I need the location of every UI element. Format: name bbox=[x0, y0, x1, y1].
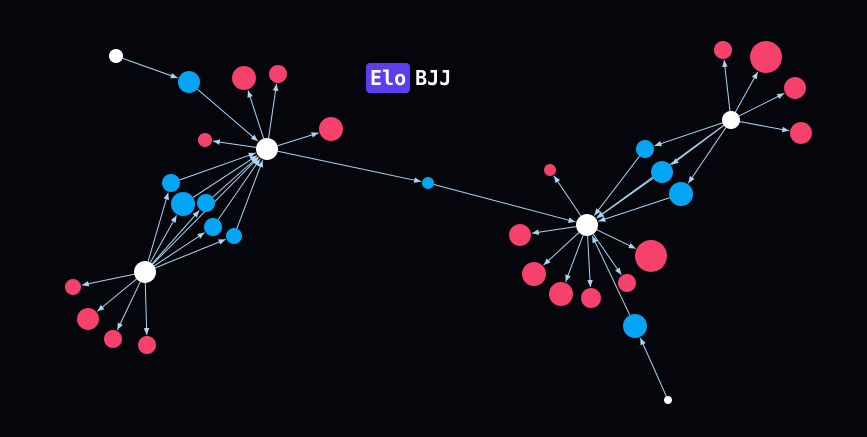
red-node[interactable] bbox=[232, 66, 256, 90]
graph-edge bbox=[122, 57, 178, 79]
red-node[interactable] bbox=[509, 224, 531, 246]
red-node[interactable] bbox=[138, 336, 156, 354]
red-node[interactable] bbox=[544, 164, 556, 176]
hub-node[interactable] bbox=[256, 138, 278, 160]
graph-edge bbox=[155, 238, 226, 269]
graph-edge bbox=[212, 139, 257, 148]
graph-edge bbox=[81, 273, 135, 287]
graph-edge bbox=[591, 235, 631, 316]
graph-edge bbox=[217, 158, 261, 220]
graph-edge bbox=[654, 122, 723, 147]
hub-node[interactable] bbox=[722, 111, 740, 129]
graph-edge bbox=[598, 197, 670, 222]
graph-edge bbox=[722, 59, 731, 112]
graph-edge bbox=[143, 282, 150, 336]
red-node[interactable] bbox=[790, 122, 812, 144]
red-node[interactable] bbox=[65, 279, 81, 295]
graph-edge bbox=[192, 155, 258, 198]
graph-edge bbox=[738, 92, 785, 117]
graph-edge bbox=[277, 150, 422, 183]
blue-node[interactable] bbox=[171, 192, 195, 216]
hub-node[interactable] bbox=[576, 214, 598, 236]
blue-node[interactable] bbox=[162, 174, 180, 192]
graph-edge bbox=[596, 229, 636, 250]
app-logo[interactable]: Elo BJJ bbox=[366, 63, 451, 93]
graph-edge bbox=[553, 175, 582, 217]
red-node[interactable] bbox=[104, 330, 122, 348]
red-node[interactable] bbox=[635, 240, 667, 272]
graph-edge bbox=[592, 233, 622, 276]
blue-node[interactable] bbox=[651, 161, 673, 183]
red-node[interactable] bbox=[618, 274, 636, 292]
graph-edge bbox=[147, 192, 169, 262]
graph-edge bbox=[433, 184, 576, 223]
graph-edge bbox=[277, 132, 319, 147]
graph-edge bbox=[531, 226, 577, 235]
red-node[interactable] bbox=[549, 282, 573, 306]
graph-edge bbox=[593, 155, 640, 216]
hub-node[interactable] bbox=[134, 261, 156, 283]
logo-badge: Elo bbox=[366, 63, 411, 93]
blue-node[interactable] bbox=[669, 182, 693, 206]
graph-edge bbox=[236, 160, 264, 229]
graph-edge bbox=[639, 337, 667, 397]
graph-edge bbox=[687, 127, 727, 184]
graph-edge bbox=[247, 90, 265, 139]
red-node[interactable] bbox=[198, 133, 212, 147]
blue-node[interactable] bbox=[226, 228, 242, 244]
blue-node[interactable] bbox=[204, 218, 222, 236]
graph-edge bbox=[149, 215, 178, 263]
hub-node[interactable] bbox=[664, 396, 672, 404]
red-node[interactable] bbox=[714, 41, 732, 59]
graph-edge bbox=[543, 232, 580, 266]
graph-edge bbox=[116, 281, 141, 331]
red-node[interactable] bbox=[319, 117, 343, 141]
hub-node[interactable] bbox=[109, 49, 123, 63]
blue-node[interactable] bbox=[422, 177, 434, 189]
edge-layer bbox=[81, 57, 790, 397]
red-node[interactable] bbox=[750, 41, 782, 73]
node-layer bbox=[65, 41, 812, 404]
red-node[interactable] bbox=[269, 65, 287, 83]
graph-edge bbox=[587, 235, 593, 288]
graph-edge bbox=[197, 88, 259, 142]
graph-edge bbox=[739, 121, 790, 133]
graph-edge bbox=[734, 71, 759, 113]
blue-node[interactable] bbox=[623, 314, 647, 338]
graph-edge bbox=[212, 156, 259, 198]
red-node[interactable] bbox=[784, 77, 806, 99]
red-node[interactable] bbox=[581, 288, 601, 308]
logo-text: BJJ bbox=[415, 66, 452, 90]
graph-edge bbox=[151, 210, 200, 265]
blue-node[interactable] bbox=[636, 140, 654, 158]
graph-edge bbox=[153, 232, 205, 267]
red-node[interactable] bbox=[522, 262, 546, 286]
blue-node[interactable] bbox=[197, 194, 215, 212]
graph-edge bbox=[565, 235, 584, 283]
red-node[interactable] bbox=[77, 308, 99, 330]
graph-edge bbox=[96, 278, 137, 312]
graph-edge bbox=[268, 83, 279, 139]
blue-node[interactable] bbox=[178, 71, 200, 93]
graph-edge bbox=[179, 152, 256, 181]
